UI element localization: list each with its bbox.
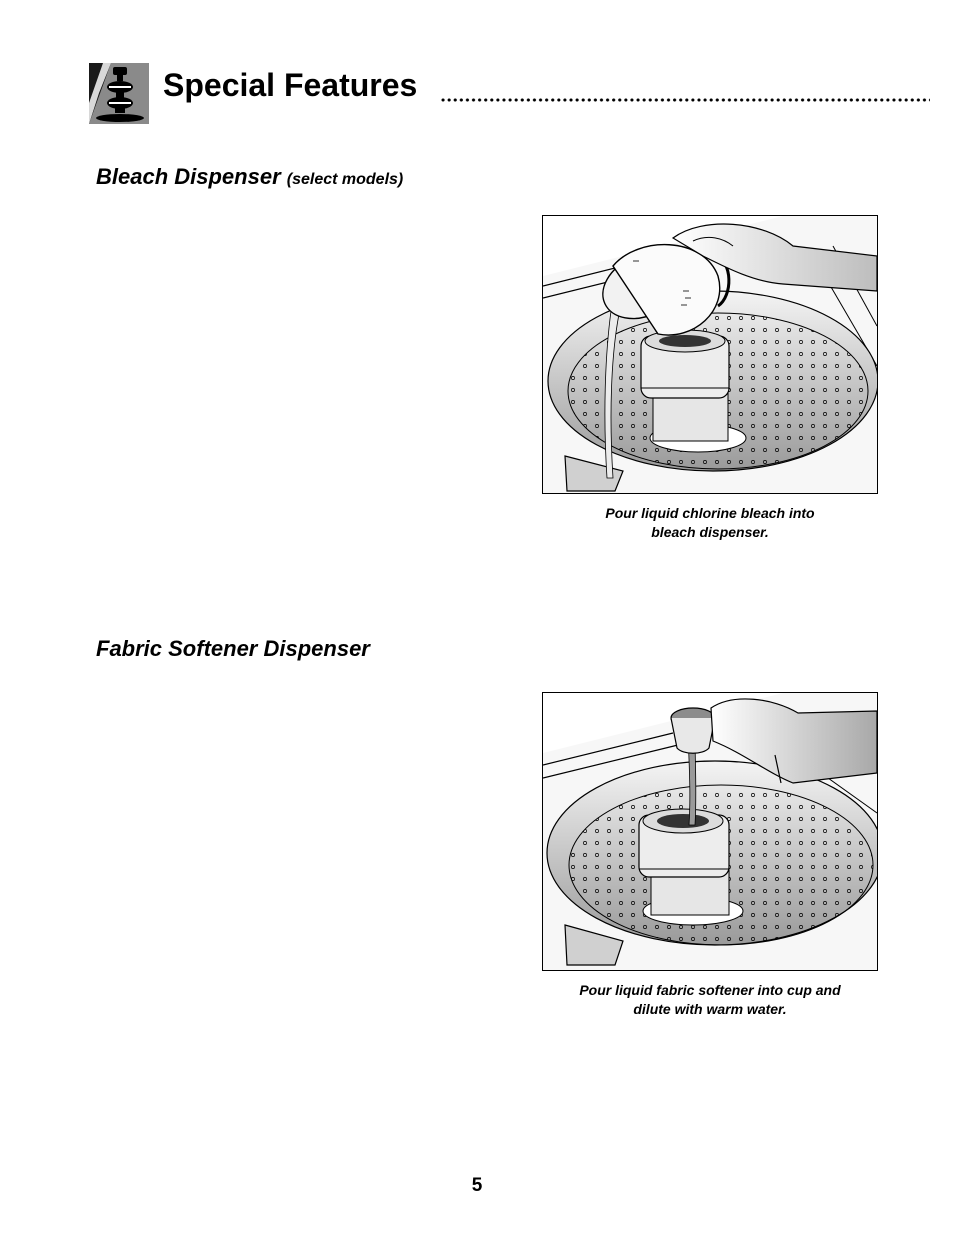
softener-caption-line-2: dilute with warm water.: [633, 1001, 787, 1017]
bleach-figure-caption: Pour liquid chlorine bleach into bleach …: [548, 504, 872, 542]
title-dot-leader: [440, 96, 930, 104]
bleach-caption-line-2: bleach dispenser.: [651, 524, 769, 540]
bleach-heading-text: Bleach Dispenser: [96, 164, 281, 189]
softener-heading-text: Fabric Softener Dispenser: [96, 636, 370, 661]
bleach-heading-subtext: (select models): [286, 171, 404, 188]
page-number: 5: [471, 1175, 483, 1196]
bleach-illustration: [542, 215, 878, 494]
softener-figure-caption: Pour liquid fabric softener into cup and…: [548, 981, 872, 1019]
section-icon: [89, 63, 149, 124]
bleach-dispenser-heading: Bleach Dispenser (select models): [96, 164, 403, 190]
bleach-caption-line-1: Pour liquid chlorine bleach into: [605, 505, 815, 521]
fabric-softener-heading: Fabric Softener Dispenser: [96, 636, 370, 662]
softener-illustration: [542, 692, 878, 971]
page-title: Special Features: [163, 67, 418, 103]
softener-caption-line-1: Pour liquid fabric softener into cup and: [579, 982, 841, 998]
